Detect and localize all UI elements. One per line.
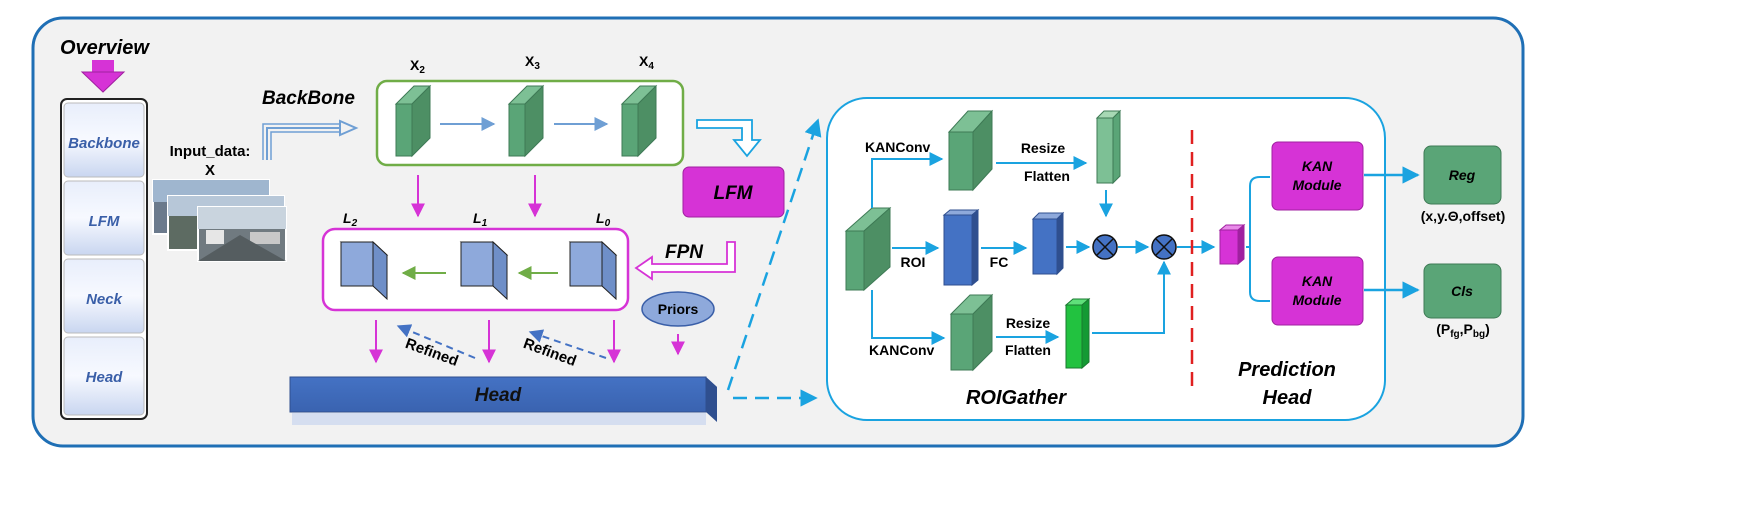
kan-module-top-label-line2: Module xyxy=(1293,177,1342,193)
flatten-bottom-label: Flatten xyxy=(1005,342,1051,358)
svg-text:X2: X2 xyxy=(410,57,425,76)
kanconv-bottom-feature xyxy=(949,293,994,372)
kanconv-top-label: KANConv xyxy=(865,139,931,155)
roi-label: ROI xyxy=(901,254,926,270)
overview-stack-item-lfm: LFM xyxy=(63,180,145,256)
head-bar xyxy=(289,376,717,425)
overview-stack-item-neck: Neck xyxy=(63,258,145,334)
input-label-line1: Input_data: xyxy=(170,143,251,160)
overview-neck-label: Neck xyxy=(86,291,123,308)
resize-bottom-label: Resize xyxy=(1006,315,1051,331)
resize-bottom-feature xyxy=(1064,297,1091,370)
kanconv-top-arrow xyxy=(871,152,944,208)
reg-caption: (x,y.Θ,offset) xyxy=(1421,208,1506,224)
fpn-title: FPN xyxy=(665,242,704,263)
svg-text:L2: L2 xyxy=(343,210,358,229)
overview-down-arrow-icon xyxy=(80,60,126,93)
kan-module-top xyxy=(1271,141,1364,211)
backbone-to-lfm-arrow xyxy=(696,119,762,158)
input-image-stack xyxy=(152,179,287,262)
svg-text:L1: L1 xyxy=(473,210,488,229)
svg-text:X4: X4 xyxy=(639,53,654,72)
kan-module-bottom xyxy=(1271,256,1364,326)
priors-ellipse xyxy=(641,291,715,327)
priors-label: Priors xyxy=(658,301,699,317)
cls-caption: (Pfg,Pbg) xyxy=(1436,321,1490,340)
multiply-icon-2 xyxy=(1151,234,1177,260)
fpn-feature-l0 xyxy=(568,240,618,301)
flatten-top-label: Flatten xyxy=(1024,168,1070,184)
fpn-level-label-l2: L2 xyxy=(343,210,358,229)
kan-module-bottom-label-line1: KAN xyxy=(1302,273,1333,289)
kanconv-bottom-label: KANConv xyxy=(869,342,935,358)
svg-text:L0: L0 xyxy=(596,210,611,229)
resize-top-feature xyxy=(1095,109,1122,185)
cls-label: Cls xyxy=(1451,283,1473,299)
kan-module-bottom-label-line2: Module xyxy=(1293,292,1342,308)
fpn-level-label-l0: L0 xyxy=(596,210,611,229)
backbone-feature-x4 xyxy=(620,84,658,158)
overview-backbone-label: Backbone xyxy=(68,135,140,152)
roigather-title: ROIGather xyxy=(966,387,1067,409)
fpn-level-label-l1: L1 xyxy=(473,210,488,229)
fpn-feature-l1 xyxy=(459,240,509,301)
head-label: Head xyxy=(475,385,522,406)
resize-top-label: Resize xyxy=(1021,140,1066,156)
split-brace xyxy=(1246,176,1270,302)
reg-output-box xyxy=(1423,145,1502,205)
lfm-box xyxy=(682,166,785,218)
overview-title: Overview xyxy=(60,37,150,59)
overview-lfm-label: LFM xyxy=(89,213,120,230)
overview-stack-item-head: Head xyxy=(63,336,145,416)
roigather-input-feature xyxy=(844,206,892,292)
head-to-roigather-arrow-up xyxy=(726,118,822,391)
backbone-feature-x3 xyxy=(507,84,545,158)
overview-stack-item-backbone: Backbone xyxy=(63,102,145,178)
prediction-head-title-line1: Prediction xyxy=(1238,359,1336,381)
kanconv-top-feature xyxy=(947,109,994,192)
svg-text:X3: X3 xyxy=(525,53,540,72)
roi-feature xyxy=(942,208,980,287)
prediction-head-title-line2: Head xyxy=(1263,387,1313,409)
backbone-feature-x2 xyxy=(394,84,432,158)
cls-output-box xyxy=(1423,263,1502,319)
reg-label: Reg xyxy=(1449,167,1476,183)
roigather-output-feature xyxy=(1218,223,1246,266)
lfm-to-fpn-arrow xyxy=(634,241,736,281)
backbone-stage-label-x3: X3 xyxy=(525,53,540,72)
bottom-feature-to-mult-arrow xyxy=(1092,260,1171,334)
fc-feature xyxy=(1031,211,1065,276)
fc-label: FC xyxy=(990,254,1009,270)
refined-arrow-2 xyxy=(528,329,607,359)
refined-arrow-1 xyxy=(396,324,476,359)
fpn-feature-l2 xyxy=(339,240,389,301)
multiply-icon-1 xyxy=(1092,234,1118,260)
overview-head-label: Head xyxy=(86,369,124,386)
lfm-label: LFM xyxy=(713,183,753,204)
backbone-stage-label-x4: X4 xyxy=(639,53,654,72)
kan-module-top-label-line1: KAN xyxy=(1302,158,1333,174)
backbone-stage-label-x2: X2 xyxy=(410,57,425,76)
backbone-title: BackBone xyxy=(262,88,355,109)
kanconv-bottom-arrow xyxy=(871,290,946,345)
input-label-line2: X xyxy=(205,162,215,179)
input-to-backbone-arrow xyxy=(266,119,359,160)
